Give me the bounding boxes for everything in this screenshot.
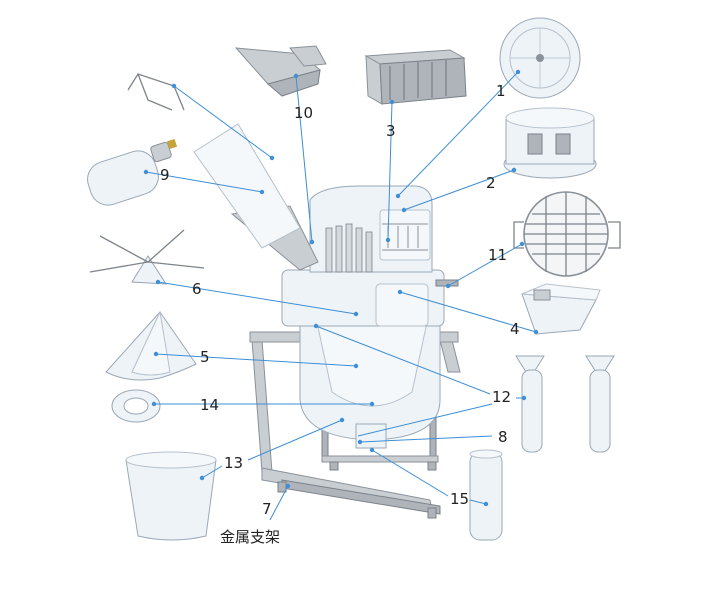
label-14: 14 bbox=[200, 396, 219, 414]
label-8: 8 bbox=[498, 428, 508, 446]
leader-10 bbox=[295, 75, 313, 243]
part-12-funnel-tube-b bbox=[585, 355, 615, 453]
leader-12b bbox=[357, 403, 493, 437]
part-5-conical-cover bbox=[105, 310, 197, 381]
label-11: 11 bbox=[488, 246, 507, 264]
stand-caption: 金属支架 bbox=[220, 528, 280, 546]
label-13: 13 bbox=[224, 454, 243, 472]
leader-1 bbox=[397, 71, 519, 197]
leader-7 bbox=[269, 485, 289, 521]
part-14-ring-clamp bbox=[111, 389, 161, 423]
part-13-bucket bbox=[125, 451, 217, 541]
leader-13 bbox=[247, 419, 343, 461]
label-4: 4 bbox=[510, 320, 520, 338]
label-10: 10 bbox=[294, 104, 313, 122]
label-15: 15 bbox=[450, 490, 469, 508]
part-labels: 1 2 3 4 5 6 7 8 9 10 11 12 13 14 15 金属支架 bbox=[160, 82, 520, 546]
part-6-spinner-cone bbox=[89, 229, 205, 285]
leader-2 bbox=[403, 169, 515, 211]
part-3-screen-box bbox=[364, 49, 467, 105]
leader-4 bbox=[399, 291, 537, 333]
machine-outlet bbox=[355, 423, 387, 449]
label-3: 3 bbox=[386, 122, 396, 140]
part-11-grill-grate bbox=[513, 191, 621, 277]
label-1: 1 bbox=[496, 82, 506, 100]
leader-11 bbox=[447, 243, 523, 287]
part-15-tall-cup bbox=[469, 449, 503, 541]
leader-12a bbox=[315, 325, 491, 395]
leader-6 bbox=[157, 281, 357, 315]
leader-9 bbox=[145, 171, 263, 193]
label-6: 6 bbox=[192, 280, 202, 298]
part-4-hopper-tray bbox=[521, 283, 601, 335]
leader-lines bbox=[143, 69, 539, 521]
part-2-cylinder-housing bbox=[503, 107, 597, 179]
label-7: 7 bbox=[262, 500, 272, 518]
part-9-wire-handle bbox=[127, 73, 185, 111]
label-9: 9 bbox=[160, 166, 170, 184]
leader-13b bbox=[201, 465, 223, 479]
machine-side-chute bbox=[375, 283, 429, 327]
machine-blades bbox=[325, 223, 373, 273]
label-5: 5 bbox=[200, 348, 210, 366]
leader-9b bbox=[173, 85, 273, 159]
part-12-funnel-tube-a bbox=[515, 355, 545, 453]
leader-5 bbox=[155, 353, 357, 367]
machine-feed-hopper bbox=[193, 123, 301, 249]
machine-inner-funnel bbox=[315, 317, 429, 407]
main-machine bbox=[193, 123, 461, 519]
part-1-sieve-disc bbox=[499, 17, 581, 99]
leader-15 bbox=[371, 449, 449, 497]
label-2: 2 bbox=[486, 174, 496, 192]
part-9-bottle bbox=[87, 138, 178, 206]
label-12: 12 bbox=[492, 388, 511, 406]
leader-8 bbox=[359, 435, 493, 443]
leader-3 bbox=[387, 101, 393, 241]
leader-15b bbox=[469, 499, 487, 505]
part-10-scoop bbox=[234, 45, 327, 97]
